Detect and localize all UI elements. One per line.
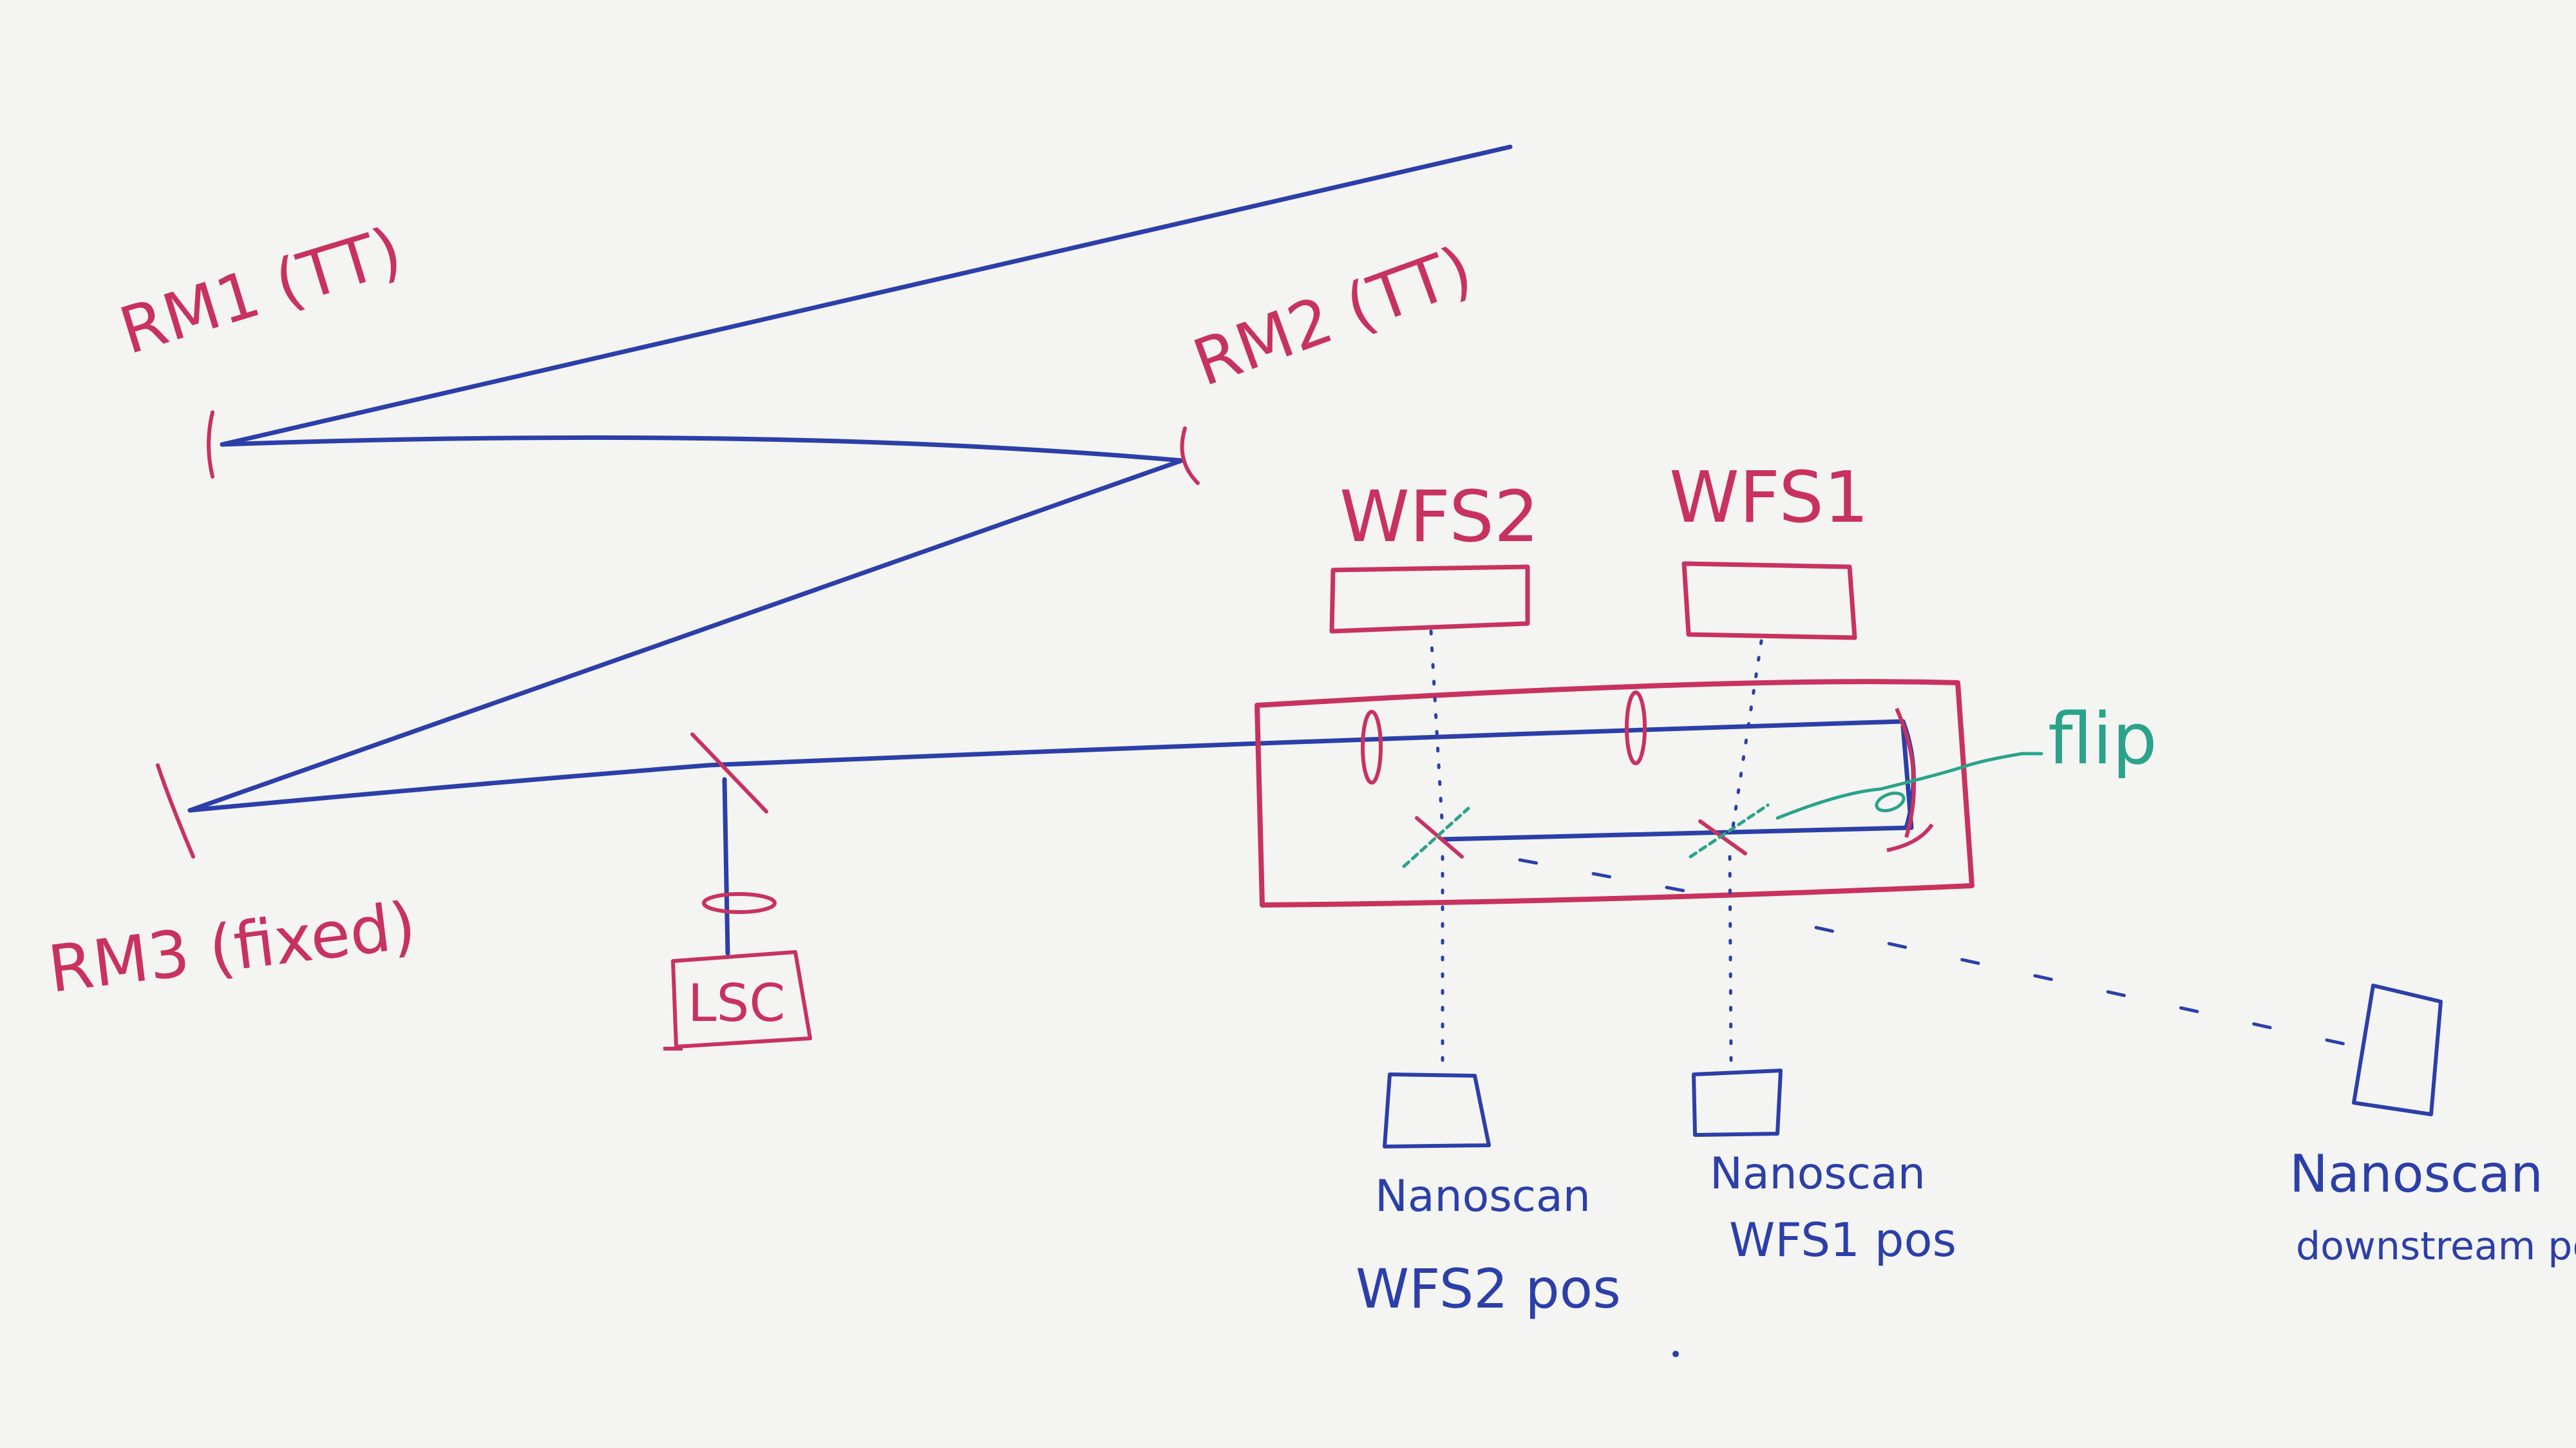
lenses (1361, 691, 1934, 852)
splitter-wfs1 (1698, 819, 1747, 855)
splitter-wfs2-teal (1402, 806, 1470, 868)
beam-splitters (1402, 803, 1770, 868)
beam-return-path (1440, 724, 1914, 842)
wfs1-box (1681, 561, 1857, 640)
dotted-wfs2-up (1429, 629, 1444, 833)
mirror-table-right (1895, 707, 1916, 838)
dotted-wfs1-up (1730, 639, 1763, 833)
dotted-beams (1429, 629, 1763, 1071)
beam-rm1-to-rm2 (220, 435, 1184, 463)
flip-leader-line (1776, 752, 2043, 820)
beam-incoming (220, 144, 1513, 447)
label-wfs2: WFS2 (1340, 475, 1539, 558)
mirror-table-right-bottom (1886, 823, 1934, 852)
label-lsc: LSC (688, 973, 785, 1033)
label-nano-wfs2-line1: Nanoscan (1375, 1171, 1591, 1222)
nanoscan-wfs1-box (1692, 1069, 1783, 1137)
stray-dot (1672, 1351, 1679, 1357)
mirror-rm2 (1180, 426, 1200, 485)
label-nano-down-line1: Nanoscan (2289, 1144, 2543, 1204)
lens-middle (1625, 691, 1647, 765)
nanoscan-wfs2-box (1383, 1072, 1491, 1148)
beam-rm2-to-rm3 (187, 458, 1184, 813)
beam-path (187, 144, 1916, 956)
nanoscan-boxes (1383, 984, 2443, 1148)
dotted-wfs1-down (1728, 855, 1733, 1065)
mirrors (156, 410, 1200, 859)
label-nano-wfs2-line2: WFS2 pos (1356, 1257, 1621, 1320)
flip-mirror-ellipse (1875, 791, 1906, 813)
lsc-box (671, 950, 812, 1049)
mirror-rm1 (207, 410, 214, 479)
lsc-assembly (663, 892, 812, 1051)
lens-left (1361, 710, 1383, 785)
nanoscan-downstream-box (2352, 984, 2443, 1116)
dashed-to-downstream (1814, 926, 2359, 1049)
splitter-wfs1-teal (1689, 803, 1770, 859)
label-nano-wfs1-line2: WFS1 pos (1729, 1213, 1956, 1267)
label-wfs1: WFS1 (1669, 456, 1869, 538)
dashed-downstream (1518, 858, 2359, 1049)
label-nano-wfs1-line1: Nanoscan (1710, 1148, 1926, 1199)
label-nano-down-line2: downstream pos (2296, 1224, 2576, 1269)
lsc-lens (702, 892, 777, 914)
beam-rm3-to-table (187, 719, 1906, 813)
mirror-pickoff (690, 732, 768, 814)
splitter-wfs2 (1415, 816, 1464, 859)
label-flip: flip (2048, 698, 2157, 780)
optical-table-box (1255, 679, 1975, 908)
wfs-boxes (1329, 561, 1857, 640)
mirror-rm3 (156, 763, 195, 859)
flip-mirror-indicator (1776, 752, 2043, 820)
beam-pickoff-to-lsc (722, 777, 730, 956)
wfs2-box (1329, 564, 1530, 634)
